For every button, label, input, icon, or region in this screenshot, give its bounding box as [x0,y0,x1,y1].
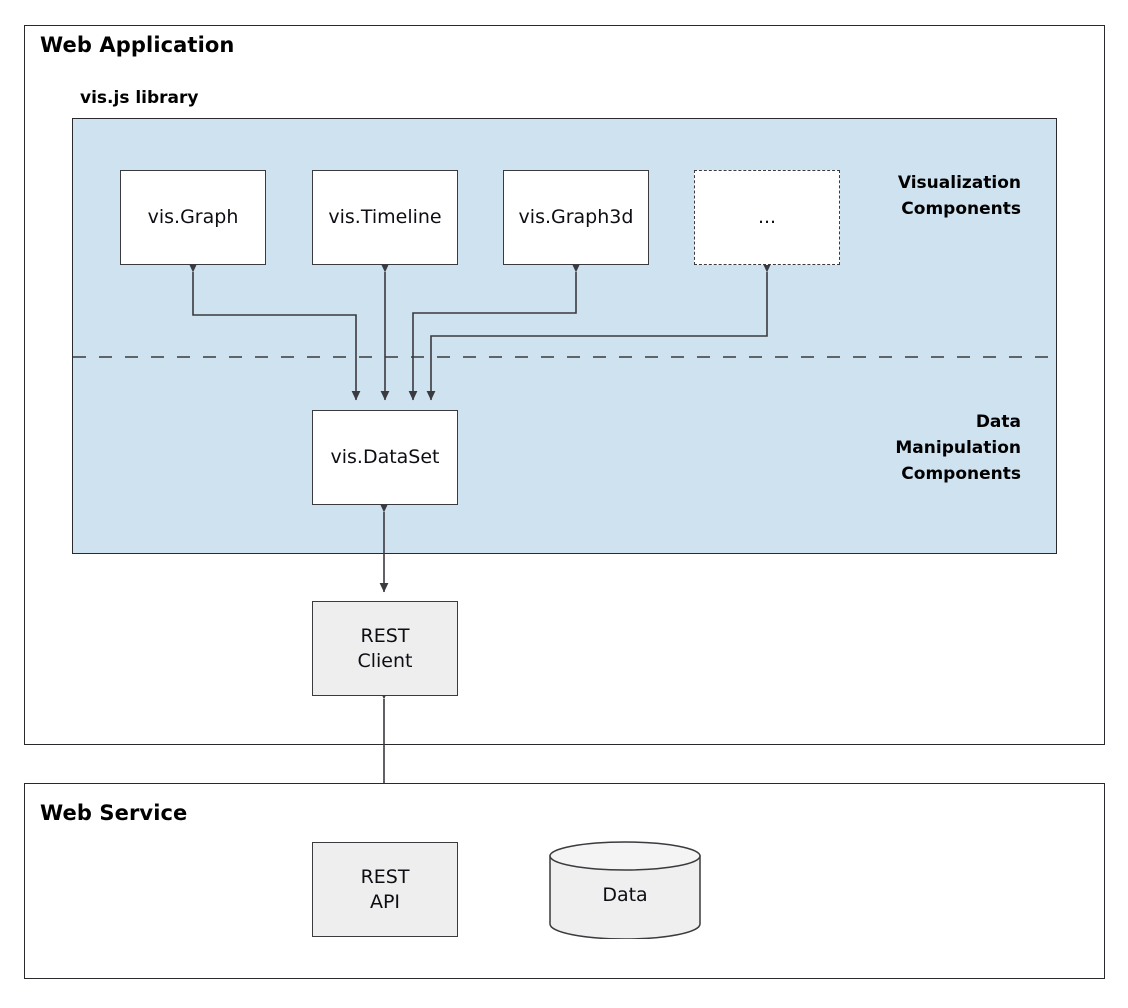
visualization-components-caption: Visualization Components [897,173,1021,219]
node-vis-graph[interactable]: vis.Graph [120,170,266,265]
node-data-store[interactable]: Data [549,841,701,940]
node-vis-dataset[interactable]: vis.DataSet [312,410,458,505]
vis-js-library-label: vis.js library [80,88,199,108]
data-store-label: Data [602,884,648,906]
web-application-title: Web Application [40,33,235,57]
web-service-title: Web Service [40,801,188,825]
node-more-components[interactable]: ... [694,170,840,265]
node-rest-client[interactable]: REST Client [312,601,458,696]
data-manipulation-components-caption: Data Manipulation Components [895,412,1021,484]
node-vis-graph3d[interactable]: vis.Graph3d [503,170,649,265]
cylinder-shape [549,841,701,940]
node-vis-timeline[interactable]: vis.Timeline [312,170,458,265]
node-rest-api[interactable]: REST API [312,842,458,937]
